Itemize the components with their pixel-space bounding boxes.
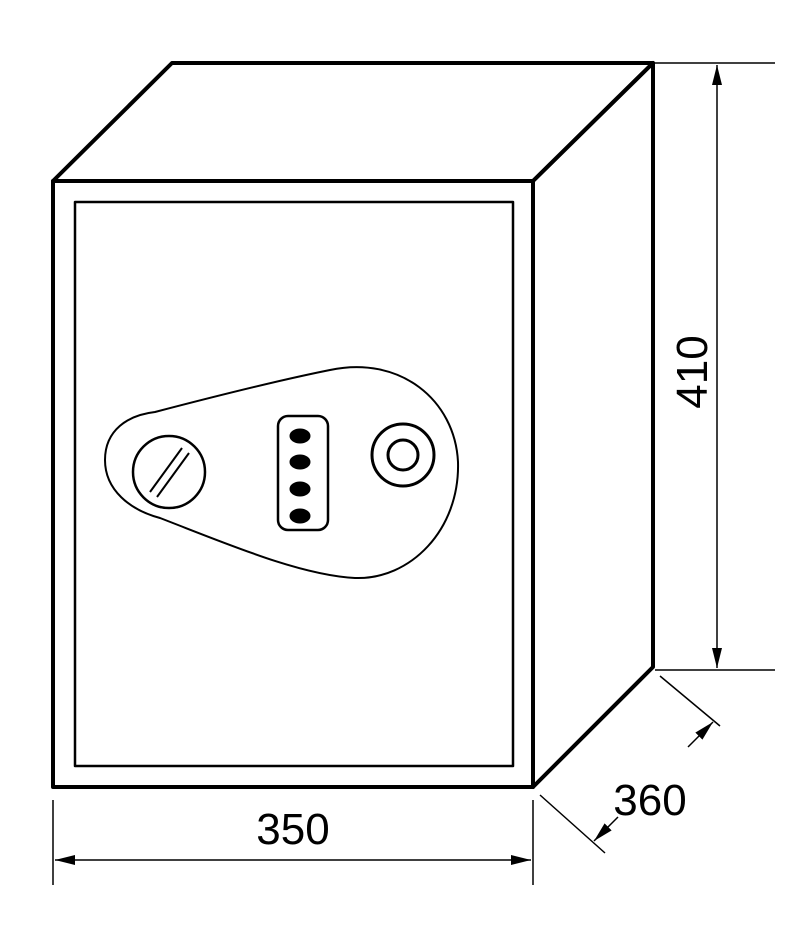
safe-door bbox=[73, 200, 515, 768]
depth-label: 360 bbox=[613, 776, 686, 825]
safe-front-face bbox=[51, 179, 535, 789]
dial-knob-icon bbox=[131, 434, 207, 510]
width-dimension bbox=[52, 800, 534, 885]
depth-dimension bbox=[539, 675, 721, 854]
lock-plate bbox=[104, 366, 460, 580]
width-label: 350 bbox=[256, 805, 329, 854]
keyhole-icon bbox=[370, 422, 436, 488]
height-dimension bbox=[655, 62, 775, 671]
safe-top-face bbox=[51, 61, 655, 183]
height-label: 410 bbox=[668, 335, 717, 408]
keypad-icon bbox=[276, 414, 330, 532]
safe-side-face bbox=[531, 61, 655, 789]
